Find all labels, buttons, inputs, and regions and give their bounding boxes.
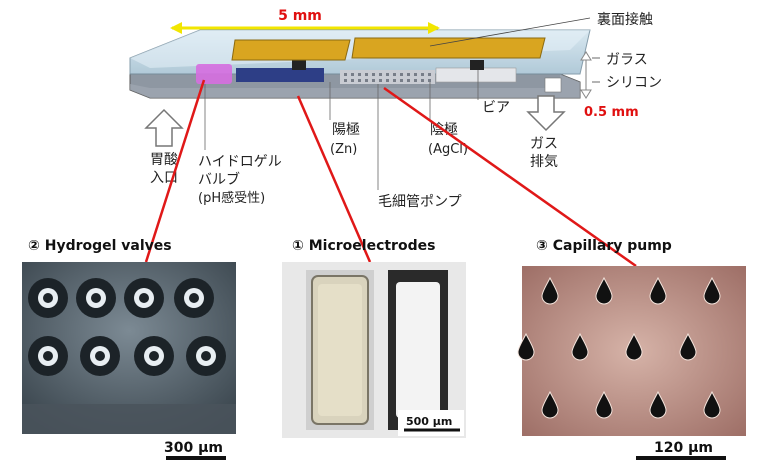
- hydrogel-valves-micrograph: [22, 262, 236, 434]
- hydrogel-valve-region: [196, 64, 232, 84]
- valve-well: [174, 278, 214, 318]
- silicon-label: シリコン: [606, 75, 662, 91]
- valve-well: [76, 278, 116, 318]
- gas-exhaust-arrow-icon: [528, 96, 564, 130]
- back-contact-left: [232, 40, 350, 60]
- inlet-arrow-icon: [146, 110, 182, 146]
- valve-well: [134, 336, 174, 376]
- valve-well: [28, 278, 68, 318]
- valve-well: [186, 336, 226, 376]
- via-label: ビア: [482, 100, 510, 116]
- valve-well: [124, 278, 164, 318]
- hydrogel-label-line1: ハイドロゲル: [198, 154, 282, 170]
- capillary-pump-label: 毛細管ポンプ: [378, 194, 462, 210]
- valve-well: [28, 336, 68, 376]
- cathode-electrode: [436, 68, 516, 82]
- width-dimension-label: 5 mm: [278, 8, 322, 24]
- scale-label-electrodes: 500 µm: [406, 415, 452, 428]
- back-contact-label: 裏面接触: [597, 11, 653, 28]
- capillary-pump-region: [340, 70, 435, 84]
- anode-material-label: (Zn): [330, 142, 357, 157]
- capillary-pump-micrograph: [518, 266, 746, 436]
- via-right: [470, 60, 484, 70]
- hydrogel-label-line2: バルブ: [198, 171, 240, 188]
- microelectrodes-micrograph: [282, 262, 466, 438]
- valve-well: [80, 336, 120, 376]
- glass-label: ガラス: [606, 52, 648, 68]
- panel-title-hydrogel: ② Hydrogel valves: [28, 238, 172, 254]
- anode-label: 陽極: [332, 122, 360, 138]
- scale-label-pump: 120 µm: [654, 440, 713, 456]
- gas-label-line1: ガス: [530, 136, 558, 152]
- panel-title-electrodes: ① Microelectrodes: [292, 238, 435, 254]
- scale-label-hydrogel: 300 µm: [164, 440, 223, 456]
- panel-title-pump: ③ Capillary pump: [536, 238, 672, 254]
- gas-label-line2: 排気: [530, 154, 558, 170]
- inlet-label-line1: 胃酸: [150, 152, 178, 168]
- back-contact-right: [352, 38, 545, 58]
- anode-electrode: [236, 68, 324, 82]
- device-cross-section: [130, 30, 590, 98]
- thickness-dimension-label: 0.5 mm: [584, 105, 639, 120]
- hydrogel-label-line3: (pH感受性): [198, 190, 265, 206]
- via-left: [292, 60, 306, 70]
